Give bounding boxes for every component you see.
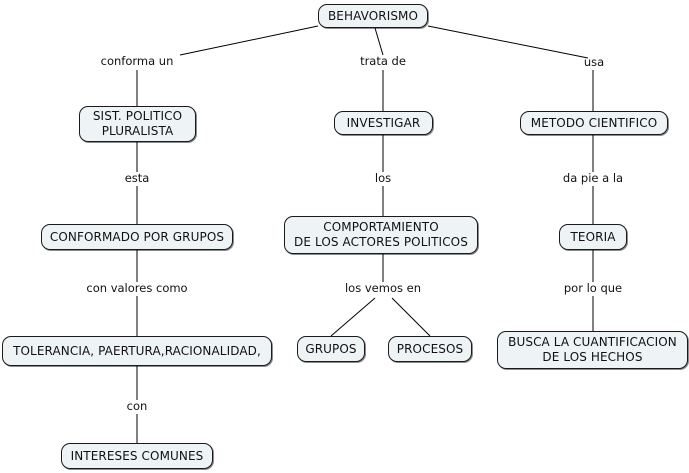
node-intereses-comunes[interactable]: INTERESES COMUNES <box>61 443 213 469</box>
node-behavorismo[interactable]: BEHAVORISMO <box>318 4 428 28</box>
edge-los-vemos-en-to-procesos <box>391 297 431 337</box>
node-metodo-cientifico[interactable]: METODO CIENTIFICO <box>520 111 668 135</box>
node-conformado-por-grupos[interactable]: CONFORMADO POR GRUPOS <box>41 224 233 250</box>
link-label-los: los <box>374 171 392 185</box>
node-comportamiento-actores-politicos[interactable]: COMPORTAMIENTO DE LOS ACTORES POLITICOS <box>284 216 478 254</box>
edge-behavorismo-to-usa <box>427 25 589 59</box>
node-grupos[interactable]: GRUPOS <box>297 336 365 362</box>
node-investigar[interactable]: INVESTIGAR <box>334 111 433 135</box>
node-procesos[interactable]: PROCESOS <box>388 336 472 362</box>
link-label-con-valores-como: con valores como <box>86 281 188 295</box>
node-busca-la-cuantificacion[interactable]: BUSCA LA CUANTIFICACION DE LOS HECHOS <box>497 331 688 369</box>
edge-behavorismo-to-conforma-un <box>179 25 319 56</box>
link-label-conforma-un: conforma un <box>100 54 174 68</box>
node-tolerancia-apertura-racionalidad[interactable]: TOLERANCIA, PAERTURA,RACIONALIDAD, <box>2 336 272 366</box>
node-sist-politico-pluralista[interactable]: SIST. POLITICO PLURALISTA <box>79 106 196 142</box>
node-teoria[interactable]: TEORIA <box>559 224 627 250</box>
link-label-por-lo-que: por lo que <box>563 281 623 295</box>
link-label-esta: esta <box>124 171 150 185</box>
edge-los-vemos-en-to-grupos <box>330 297 376 337</box>
link-label-con: con <box>126 399 148 413</box>
link-label-da-pie-a-la: da pie a la <box>562 171 624 185</box>
link-label-trata-de: trata de <box>360 54 406 68</box>
link-label-usa: usa <box>583 55 605 69</box>
edge-behavorismo-to-trata-de <box>374 27 384 56</box>
link-label-los-vemos-en: los vemos en <box>344 281 421 295</box>
